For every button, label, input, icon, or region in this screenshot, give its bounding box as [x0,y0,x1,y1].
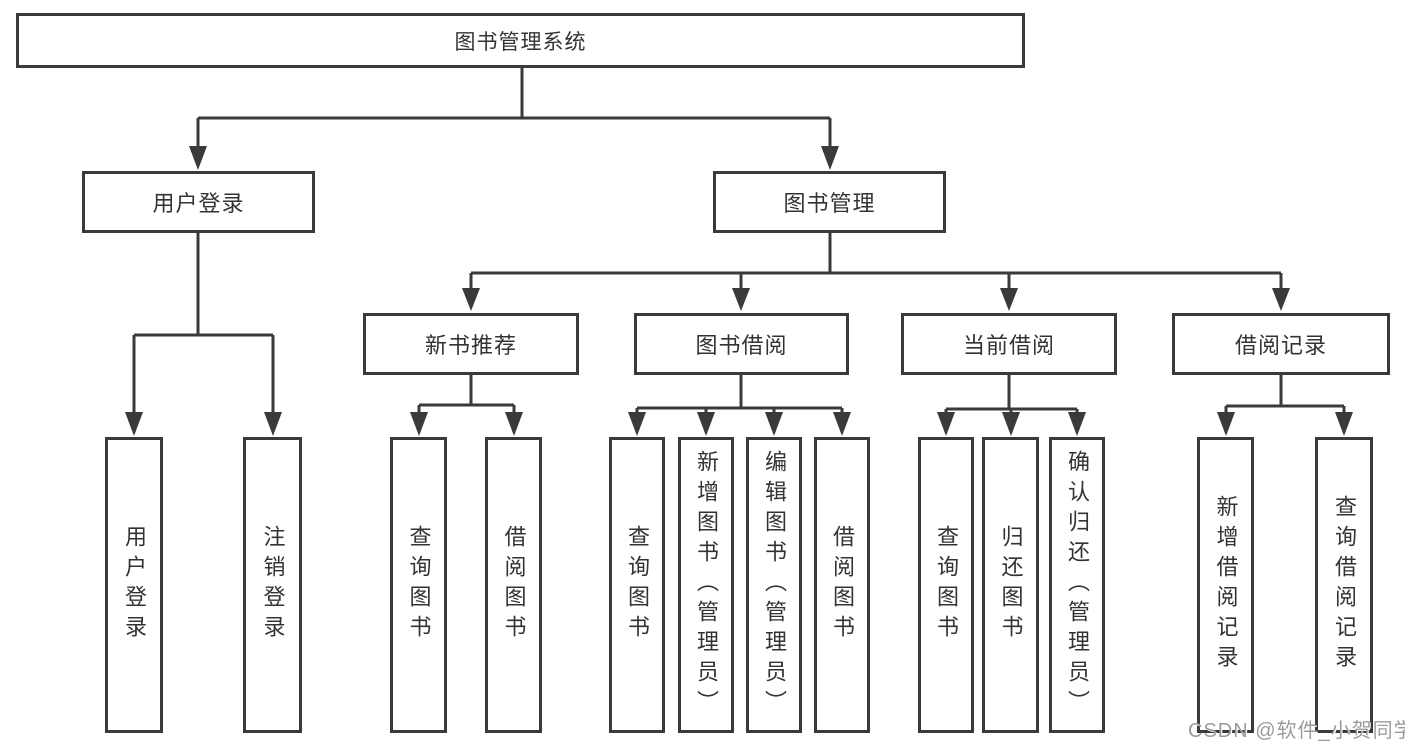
leaf-add-borrow-record: 新增借阅记录 [1197,437,1254,733]
leaf-confirm-return-admin: 确认归还（管理员） [1049,437,1105,733]
connector-current-borrow-to-leaves [937,375,1086,436]
leaf-return-book: 归还图书 [982,437,1039,733]
arrowhead [765,412,783,436]
node-current-borrow: 当前借阅 [901,313,1117,375]
arrowhead [732,288,750,311]
arrowhead [125,412,143,436]
arrowhead [462,288,480,311]
arrowhead [1217,412,1235,436]
leaf-query-borrow-record: 查询借阅记录 [1315,437,1373,733]
leaf-add-book-admin: 新增图书（管理员） [678,437,734,733]
node-root-library-system: 图书管理系统 [16,13,1025,68]
connector-book-management-to-level3 [462,233,1290,311]
connector-borrow-records-to-leaves [1217,375,1353,436]
leaf-borrow-books-borrow: 借阅图书 [814,437,870,733]
leaf-user-login: 用户登录 [105,437,163,733]
arrowhead [697,412,715,436]
connector-book-borrow-to-leaves [628,375,851,436]
arrowhead [410,412,428,436]
arrowhead [937,412,955,436]
leaf-edit-book-admin: 编辑图书（管理员） [746,437,802,733]
arrowhead [1335,412,1353,436]
node-new-book-recommend: 新书推荐 [363,313,579,375]
arrowhead [264,412,282,436]
node-borrow-records: 借阅记录 [1172,313,1390,375]
arrowhead [1000,288,1018,311]
arrowhead [821,146,839,170]
leaf-borrow-books-recommend: 借阅图书 [485,437,542,733]
arrowhead [1068,412,1086,436]
arrowhead [189,146,207,170]
arrowhead [628,412,646,436]
connector-root-to-level2 [189,68,839,170]
node-user-login: 用户登录 [82,171,315,233]
arrowhead [1002,412,1020,436]
leaf-query-books-recommend: 查询图书 [390,437,447,733]
connector-new-book-recommend-to-leaves [410,375,523,436]
leaf-query-books-borrow: 查询图书 [609,437,665,733]
arrowhead [1272,288,1290,311]
arrowhead [505,412,523,436]
csdn-watermark: CSDN @软件_小贺同学 [1188,720,1405,742]
node-book-management: 图书管理 [713,171,946,233]
arrowhead [833,412,851,436]
leaf-query-books-current: 查询图书 [918,437,974,733]
node-book-borrow: 图书借阅 [634,313,849,375]
leaf-logout: 注销登录 [243,437,302,733]
connector-user-login-to-leaves [125,233,282,436]
